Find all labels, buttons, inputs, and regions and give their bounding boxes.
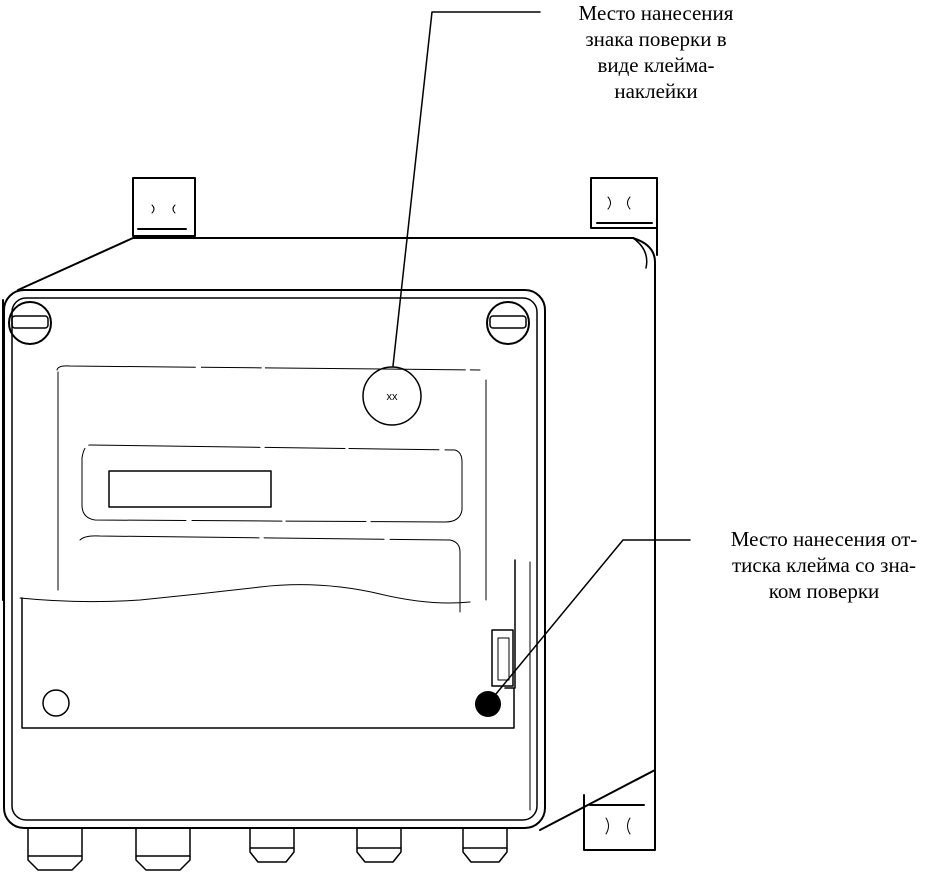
front-cover [3, 289, 546, 829]
mounting-bracket-top-right [590, 177, 658, 256]
leader-line-sticker [392, 11, 541, 367]
imprint-callout-line-1: Место нанесения от- [730, 527, 918, 551]
cable-gland-4 [356, 827, 402, 863]
sticker-callout-line-4: наклейки [614, 79, 698, 103]
sticker-callout: Место нанесения знака поверки в виде кле… [545, 0, 767, 104]
cable-gland-5 [462, 827, 508, 863]
enclosure-body [2, 237, 656, 831]
cover-screw-left [8, 301, 52, 345]
leader-line-imprint [490, 539, 691, 701]
display-window [108, 470, 272, 508]
imprint-callout: Место нанесения от- тиска клейма со зна-… [708, 526, 937, 604]
stamp-label: xx [387, 391, 399, 403]
imprint-callout-line-2: тиска клейма со зна- [731, 553, 917, 577]
cable-gland-2 [135, 827, 191, 871]
lower-panel [19, 535, 531, 811]
indicator-circle [42, 689, 70, 717]
sticker-callout-line-2: знака поверки в [585, 27, 727, 51]
mounting-bracket-top-left [132, 177, 196, 237]
verification-imprint-location [475, 691, 501, 717]
cover-screw-right [486, 301, 530, 345]
sticker-callout-line-3: виде клейма- [597, 53, 715, 77]
verification-sticker-location [362, 366, 422, 426]
cable-gland-1 [27, 827, 83, 871]
imprint-callout-line-3: ком поверки [768, 579, 880, 603]
cable-gland-3 [249, 827, 295, 863]
mounting-bracket-bottom-right [583, 769, 656, 851]
sticker-callout-line-1: Место нанесения [578, 1, 734, 25]
inner-panel [56, 365, 487, 601]
